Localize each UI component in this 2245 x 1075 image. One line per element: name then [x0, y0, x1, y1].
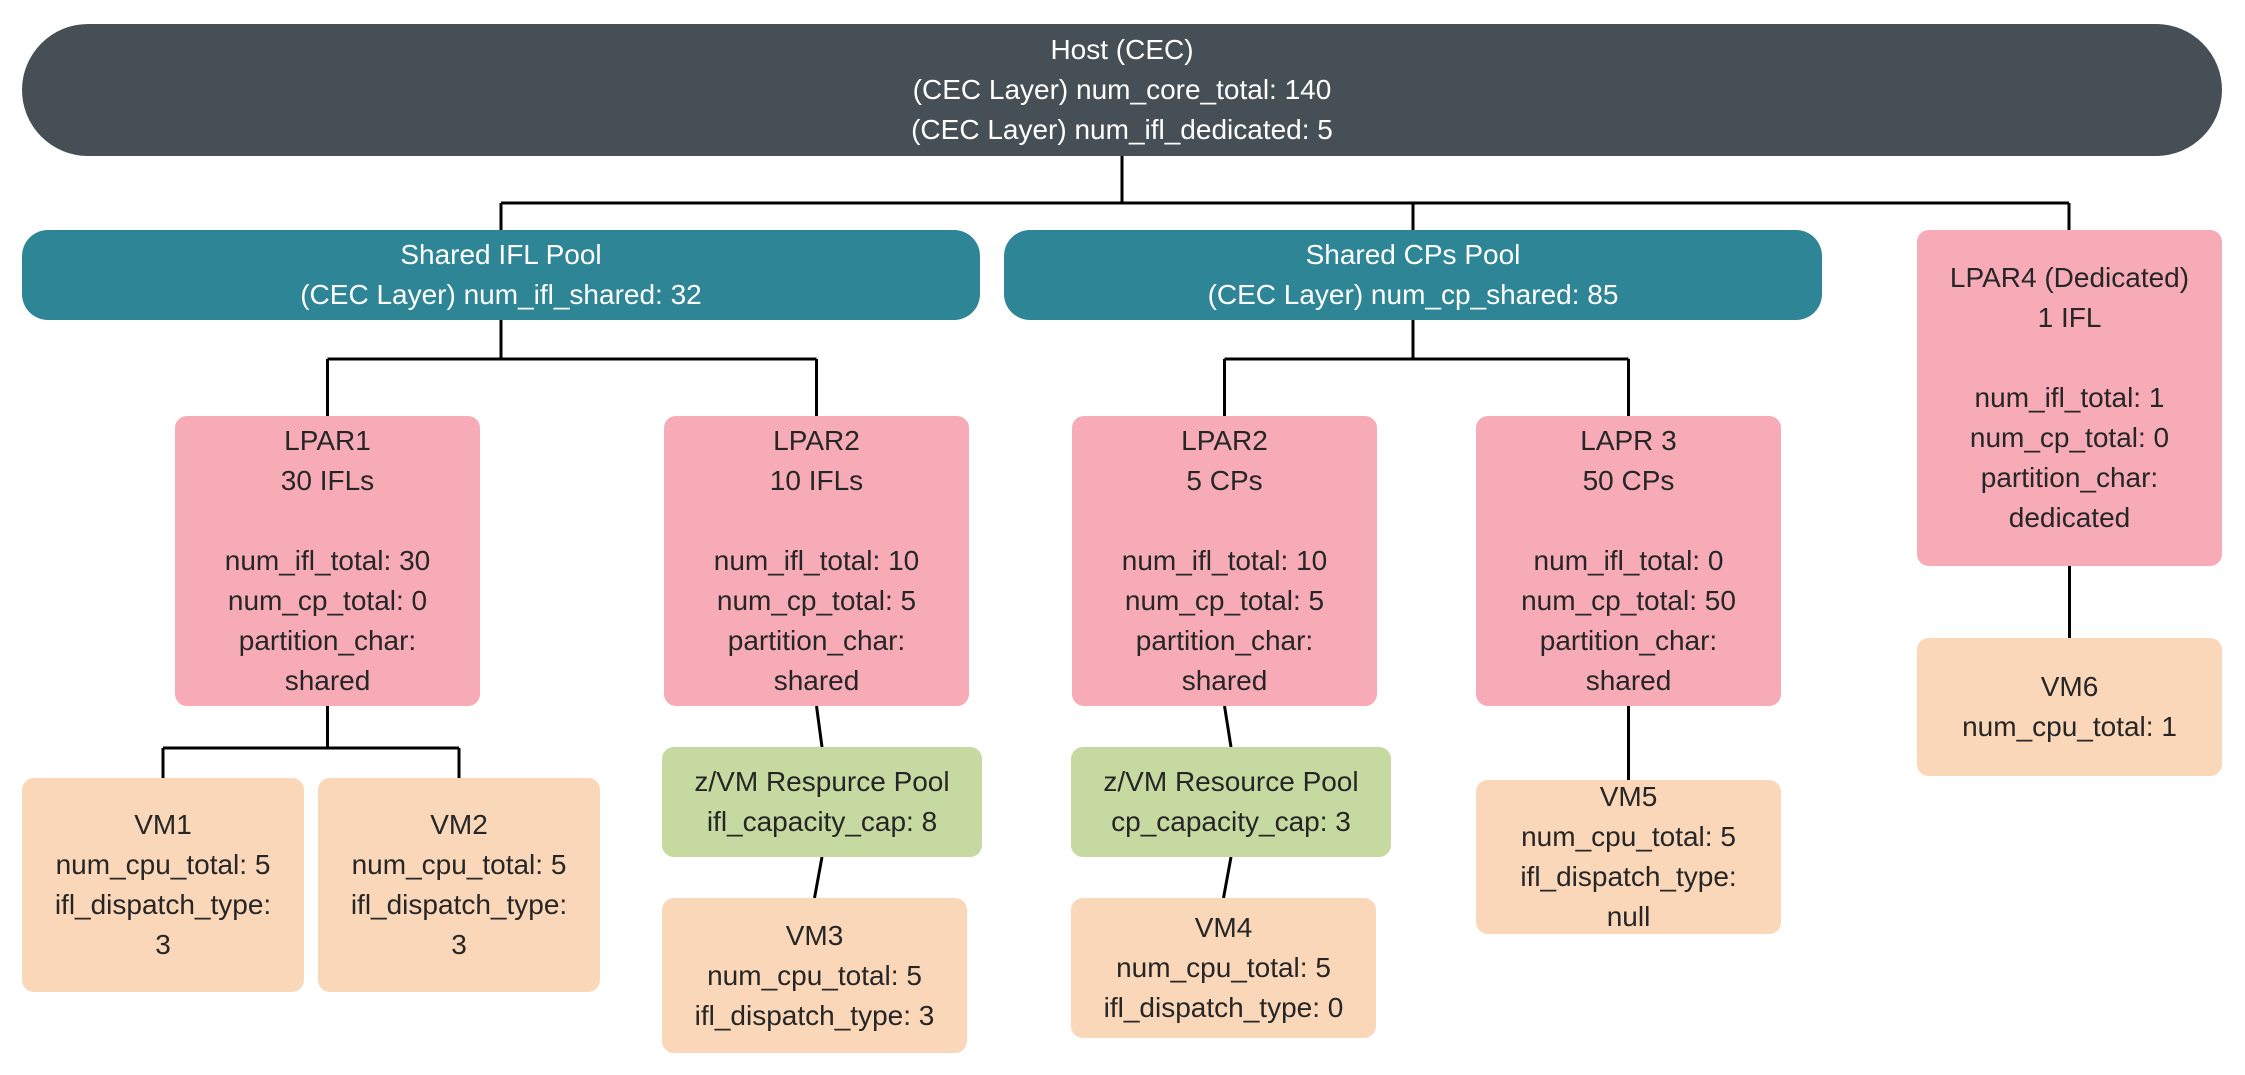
zvm-cp-resource-pool-node-line: z/VM Resource Pool — [1103, 766, 1359, 797]
vm5-node: VM5 num_cpu_total: 5 ifl_dispatch_type:nul… — [1476, 780, 1781, 934]
connector-zvm_ifl-vm3 — [813, 856, 824, 899]
zvm-ifl-resource-pool-node-line: ifl_capacity_cap: 8 — [706, 806, 938, 837]
host-cec-node: Host (CEC) (CEC Layer) num_core_total: 14… — [22, 24, 2222, 156]
zvm-cp-resource-pool-node: z/VM Resource Pool cp_capacity_cap: 3 — [1071, 747, 1391, 857]
lpar1-node-line: 30 IFLs — [280, 465, 375, 496]
host-cec-node-line: Host (CEC) — [1050, 34, 1194, 65]
host-cec-node-line: (CEC Layer) num_ifl_dedicated: 5 — [911, 114, 1333, 145]
vm2-node-line: VM2 — [430, 809, 488, 840]
connector-zvm_cp-vm4 — [1222, 856, 1233, 899]
vm3-node-line: num_cpu_total: 5 — [707, 959, 922, 991]
connector-lpar2_cp-zvm_cp — [1223, 705, 1233, 748]
vm6-node: VM6 num_cpu_total: 1 — [1917, 638, 2222, 776]
vm4-node: VM4 num_cpu_total: 5 ifl_dispatch_type: 0 — [1071, 898, 1376, 1038]
lpar2-ifl-node-line: partition_char: — [727, 625, 906, 656]
lpar2-ifl-node-line: shared — [773, 665, 860, 696]
vm5-node-line: null — [1606, 901, 1651, 932]
vm6-node-line: VM6 — [2040, 671, 2099, 702]
lpar1-node: LPAR1 30 IFLs num_ifl_total: 30 num_cp_tota… — [175, 416, 480, 706]
vm6-node-line: num_cpu_total: 1 — [1962, 711, 2177, 742]
vm4-node-line: num_cpu_total: 5 — [1116, 952, 1331, 983]
vm1-node-line: 3 — [155, 929, 171, 960]
vm2-node-line: num_cpu_total: 5 — [351, 849, 567, 880]
vm4-node-line: VM4 — [1194, 912, 1253, 943]
vm5-node-line: num_cpu_total: 5 — [1521, 821, 1736, 852]
vm3-node-line: VM3 — [785, 919, 844, 951]
zvm-ifl-resource-pool-node-line: z/VM Respurce Pool — [694, 766, 950, 797]
shared-cps-pool-node: Shared CPs Pool (CEC Layer) num_cp_shared… — [1004, 230, 1822, 320]
lapr3-node-line: num_ifl_total: 0 — [1533, 545, 1724, 576]
vm1-node-line: num_cpu_total: 5 — [55, 849, 271, 880]
lpar2-ifl-node-line: LPAR2 — [773, 425, 860, 456]
lapr3-node-line: partition_char: — [1539, 625, 1718, 656]
lapr3-node-line: num_cp_total: 50 — [1521, 585, 1736, 616]
lpar4-dedicated-node-line: num_ifl_total: 1 — [1974, 382, 2165, 413]
lpar2-cp-node-line: num_cp_total: 5 — [1124, 585, 1325, 616]
zvm-ifl-resource-pool-node: z/VM Respurce Pool ifl_capacity_cap: 8 — [662, 747, 982, 857]
vm5-node-line: VM5 — [1599, 781, 1658, 812]
lpar2-cp-node-line: 5 CPs — [1186, 465, 1263, 496]
vm1-node-line: VM1 — [134, 809, 192, 840]
lpar1-node-line: shared — [284, 665, 371, 696]
lpar4-dedicated-node-line: LPAR4 (Dedicated) — [1949, 262, 2190, 293]
lpar2-cp-node-line: partition_char: — [1135, 625, 1314, 656]
lpar2-ifl-node-line: num_ifl_total: 10 — [713, 545, 920, 576]
vm4-node-line: ifl_dispatch_type: 0 — [1103, 992, 1344, 1023]
host-cec-node-line: (CEC Layer) num_core_total: 140 — [912, 74, 1332, 105]
lpar2-cp-node-line: shared — [1181, 665, 1268, 696]
shared-cps-pool-node-line: (CEC Layer) num_cp_shared: 85 — [1207, 279, 1619, 310]
lpar4-dedicated-node-line: dedicated — [2008, 502, 2131, 533]
lpar2-ifl-node-line: num_cp_total: 5 — [716, 585, 917, 616]
shared-ifl-pool-node: Shared IFL Pool (CEC Layer) num_ifl_share… — [22, 230, 980, 320]
lpar1-node-line: num_cp_total: 0 — [227, 585, 428, 616]
vm2-node: VM2 num_cpu_total: 5 ifl_dispatch_type: 3 — [318, 778, 600, 992]
lpar1-node-line: partition_char: — [238, 625, 417, 656]
lpar2-ifl-node-line: 10 IFLs — [769, 465, 864, 496]
lpar4-dedicated-node: LPAR4 (Dedicated) 1 IFL num_ifl_total: 1 nu… — [1917, 230, 2222, 566]
vm3-node-line: ifl_dispatch_type: 3 — [694, 999, 935, 1031]
lpar4-dedicated-node-line: 1 IFL — [2037, 302, 2102, 333]
vm3-node: VM3 num_cpu_total: 5 ifl_dispatch_type: 3 — [662, 898, 967, 1053]
shared-ifl-pool-node-line: Shared IFL Pool — [400, 239, 602, 270]
lpar2-cp-node-line: num_ifl_total: 10 — [1121, 545, 1328, 576]
lpar2-cp-node-line: LPAR2 — [1181, 425, 1268, 456]
lpar4-dedicated-node-line: num_cp_total: 0 — [1969, 422, 2170, 453]
lpar1-node-line: num_ifl_total: 30 — [224, 545, 431, 576]
connector-lpar2_ifl-zvm_ifl — [815, 705, 824, 748]
vm2-node-line: 3 — [451, 929, 467, 960]
vm2-node-line: ifl_dispatch_type: — [350, 889, 568, 920]
zvm-cp-resource-pool-node-line: cp_capacity_cap: 3 — [1111, 806, 1351, 837]
lapr3-node-line: 50 CPs — [1582, 465, 1675, 496]
lpar4-dedicated-node-line: partition_char: — [1980, 462, 2159, 493]
lpar2-cp-node: LPAR2 5 CPs num_ifl_total: 10 num_cp_total:… — [1072, 416, 1377, 706]
lapr3-node-line: shared — [1585, 665, 1672, 696]
lapr3-node: LAPR 3 50 CPs num_ifl_total: 0 num_cp_total… — [1476, 416, 1781, 706]
lapr3-node-line: LAPR 3 — [1580, 425, 1677, 456]
lpar2-ifl-node: LPAR2 10 IFLs num_ifl_total: 10 num_cp_tota… — [664, 416, 969, 706]
shared-ifl-pool-node-line: (CEC Layer) num_ifl_shared: 32 — [300, 279, 702, 310]
vm1-node-line: ifl_dispatch_type: — [54, 889, 272, 920]
vm5-node-line: ifl_dispatch_type: — [1520, 861, 1737, 892]
shared-cps-pool-node-line: Shared CPs Pool — [1305, 239, 1521, 270]
vm1-node: VM1 num_cpu_total: 5 ifl_dispatch_type: 3 — [22, 778, 304, 992]
lpar1-node-line: LPAR1 — [284, 425, 371, 456]
